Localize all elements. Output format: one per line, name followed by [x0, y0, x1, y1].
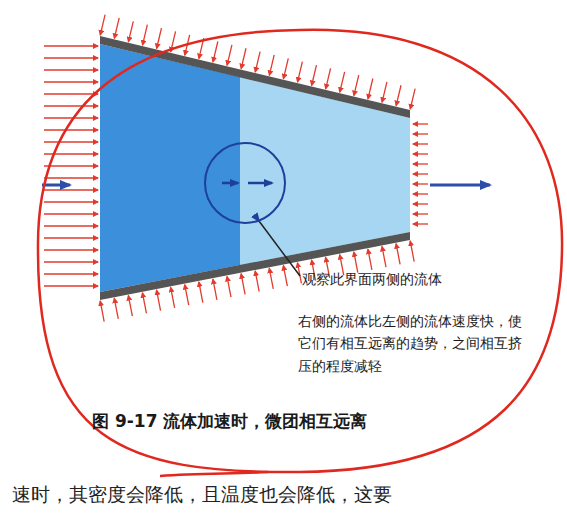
- pressure-arrow: [413, 183, 428, 184]
- pressure-arrow: [413, 163, 428, 164]
- pressure-arrow: [44, 249, 98, 250]
- pressure-arrow: [100, 301, 104, 322]
- pressure-arrow: [283, 266, 287, 287]
- pressure-arrow: [213, 279, 217, 300]
- top-wall: [100, 36, 410, 118]
- outflow-arrow: [430, 184, 490, 187]
- pressure-arrow: [143, 25, 148, 45]
- pressure-arrow: [312, 65, 317, 85]
- pressure-arrow: [44, 81, 98, 82]
- pressure-arrow: [227, 276, 231, 297]
- pressure-arrow: [382, 246, 386, 267]
- explanation-note: 右侧的流体比左侧的流体速度快，使它们有相互远离的趋势，之间相互挤压的程度减轻: [298, 310, 522, 377]
- pressure-arrow: [44, 93, 98, 94]
- leader-line: [259, 221, 300, 276]
- pressure-arrow: [44, 189, 98, 190]
- hand-drawn-ellipse: [38, 30, 562, 472]
- pressure-arrow: [410, 241, 414, 262]
- pressure-arrow: [354, 75, 359, 95]
- observe-label: 观察此界面两侧的流体: [302, 268, 442, 290]
- pressure-arrow: [255, 52, 260, 72]
- body-text: 速时，其密度会降低，且温度也会降低，这要: [12, 482, 392, 508]
- pressure-arrow: [413, 143, 428, 144]
- pressure-arrow: [44, 237, 98, 238]
- pressure-arrow: [44, 129, 98, 130]
- figure-caption: 图 9-17 流体加速时，微团相互远离: [92, 410, 367, 433]
- pressure-arrow: [410, 89, 415, 109]
- pressure-arrow: [241, 274, 245, 295]
- pressure-arrow: [368, 79, 373, 99]
- pressure-arrow: [255, 271, 259, 292]
- bottom-wall: [100, 232, 410, 300]
- pressure-arrow: [269, 55, 274, 75]
- pressure-arrow: [44, 261, 98, 262]
- pressure-arrow: [44, 117, 98, 118]
- pressure-arrow: [142, 293, 146, 314]
- pressure-arrow: [44, 213, 98, 214]
- pressure-arrow: [44, 273, 98, 274]
- pressure-arrow: [114, 18, 119, 38]
- pressure-arrow: [413, 133, 428, 134]
- pressure-arrow: [368, 249, 372, 270]
- pressure-arrow: [213, 42, 218, 62]
- pressure-arrow: [227, 45, 232, 65]
- pressure-arrow: [157, 290, 161, 311]
- hand-underline: [160, 472, 268, 476]
- pressure-arrow: [413, 213, 428, 214]
- pressure-arrow: [44, 105, 98, 106]
- pressure-arrow: [326, 68, 331, 88]
- pressure-arrow: [44, 69, 98, 70]
- pressure-arrow: [171, 287, 175, 308]
- slow-fluid: [100, 44, 240, 292]
- pressure-arrow: [199, 282, 203, 303]
- slow-arrow: [222, 182, 238, 185]
- pressure-arrow: [128, 296, 132, 317]
- pressure-arrow: [114, 298, 118, 319]
- pressure-arrow: [340, 72, 345, 92]
- pressure-arrow: [413, 193, 428, 194]
- fast-arrow: [248, 182, 272, 185]
- pressure-arrow: [269, 268, 273, 289]
- pressure-arrow: [157, 28, 162, 48]
- pressure-arrow: [298, 62, 303, 82]
- pressure-arrow: [44, 165, 98, 166]
- pressure-arrow: [44, 45, 98, 46]
- pressure-arrow: [413, 223, 428, 224]
- pressure-arrow: [44, 201, 98, 202]
- pressure-arrow: [283, 58, 288, 78]
- pressure-arrow: [44, 285, 98, 286]
- pressure-arrow: [44, 57, 98, 58]
- pressure-arrow: [44, 153, 98, 154]
- pressure-arrow: [382, 82, 387, 102]
- pressure-arrow: [354, 252, 358, 273]
- pressure-arrow: [396, 85, 401, 105]
- pressure-arrow: [100, 15, 105, 35]
- pressure-arrow: [396, 244, 400, 265]
- pressure-arrow: [44, 177, 98, 178]
- pressure-arrow: [413, 123, 428, 124]
- pressure-arrow: [241, 48, 246, 68]
- pressure-arrow: [128, 21, 133, 41]
- pressure-arrow: [185, 285, 189, 306]
- pressure-arrow: [413, 173, 428, 174]
- pressure-arrow: [44, 141, 98, 142]
- pressure-arrow: [413, 153, 428, 154]
- pressure-arrow: [413, 203, 428, 204]
- observe-circle: [205, 143, 285, 223]
- inflow-arrow: [42, 184, 70, 187]
- pressure-arrow: [44, 225, 98, 226]
